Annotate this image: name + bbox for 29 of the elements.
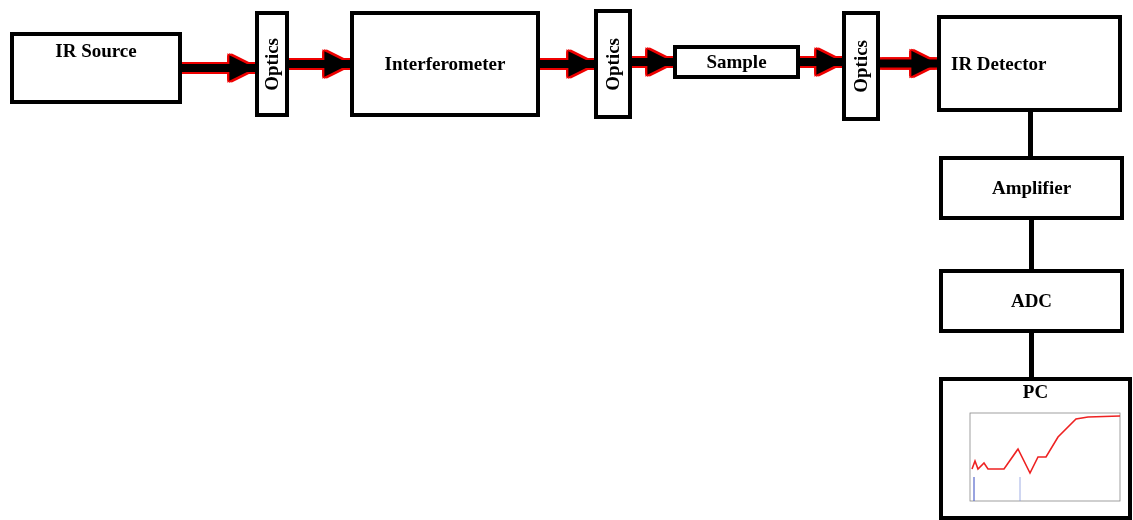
block-arrow [880, 50, 937, 77]
process-box [594, 9, 632, 119]
box-label: Sample [706, 51, 767, 73]
process-box [939, 269, 1124, 333]
box-label: PC [1022, 381, 1049, 403]
process-box [350, 11, 540, 117]
process-box [10, 32, 182, 104]
process-box [255, 11, 289, 117]
connector-line [1029, 220, 1034, 269]
box-label: Optics [602, 37, 624, 91]
box-label: Optics [261, 37, 283, 91]
block-arrow [800, 49, 842, 75]
connector-line [1028, 112, 1033, 156]
connector-line [1029, 333, 1034, 377]
box-label: Interferometer [384, 53, 506, 75]
process-box [937, 15, 1122, 112]
process-box [939, 377, 1132, 520]
process-box [842, 11, 880, 121]
box-label: IR Detector [951, 52, 1047, 75]
block-arrow [632, 49, 673, 75]
process-box [939, 156, 1124, 220]
box-label: IR Source [55, 40, 137, 62]
box-label: ADC [1010, 290, 1053, 312]
process-box [673, 45, 800, 79]
block-arrow [540, 51, 594, 77]
block-arrow [289, 51, 350, 77]
box-label: Amplifier [991, 177, 1072, 199]
box-label: Optics [850, 39, 872, 93]
block-arrow [182, 55, 255, 81]
